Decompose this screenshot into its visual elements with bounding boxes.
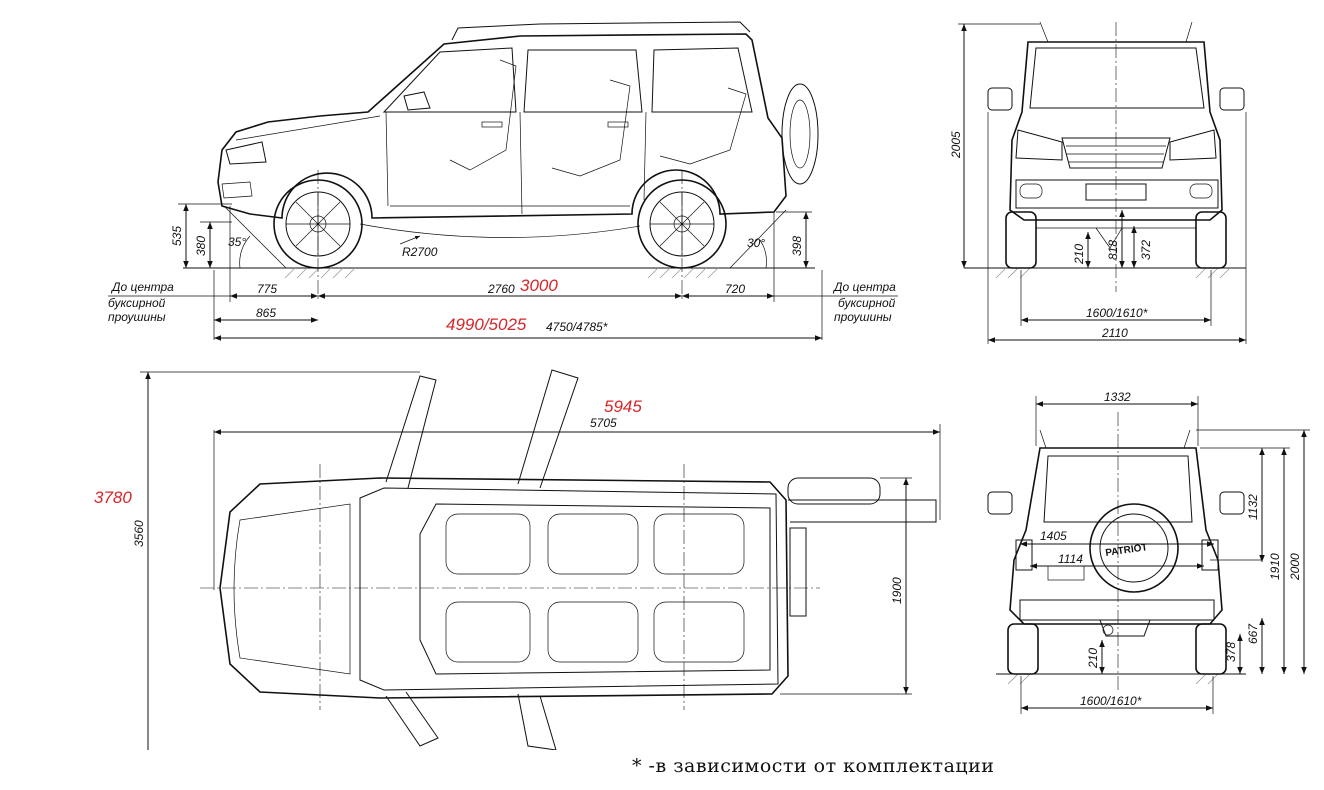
side-window-middle [523, 49, 643, 113]
dim-side-35deg: 35° [228, 235, 246, 249]
top-roof [419, 503, 771, 675]
dim-rear-1114: 1114 [1058, 552, 1083, 566]
dim-side-2760: 2760 [487, 282, 515, 296]
dim-front-2005: 2005 [949, 131, 963, 159]
tow-label-right: До центра буксирной проушины [832, 280, 896, 324]
dim-side-720: 720 [725, 282, 745, 296]
top-body-outline [219, 477, 789, 699]
svg-text:проушины: проушины [108, 310, 166, 324]
dim-rear-2000: 2000 [1288, 553, 1302, 581]
dim-rear-1332: 1332 [1104, 390, 1131, 404]
dim-side-398: 398 [790, 236, 804, 256]
ground-hatch-front [284, 267, 356, 279]
svg-text:До центра: До центра [832, 280, 896, 294]
dim-top-3780: 3780 [94, 488, 132, 507]
dim-rear-667: 667 [1246, 623, 1260, 644]
dim-side-r2700: R2700 [402, 245, 438, 259]
rear-brand-label: PATRIOT [1105, 542, 1149, 559]
dim-side-30deg: 30° [747, 236, 765, 250]
rear-left-tyre [1007, 623, 1039, 675]
side-window-rear [651, 47, 753, 113]
dim-side-775: 775 [257, 282, 277, 296]
front-view: 2005 210 818 372 1600/1610* 2110 [949, 21, 1247, 344]
dim-side-4750-4785: 4750/4785* [546, 320, 608, 334]
rear-view: PATRIOT 1332 1405 1114 1132 [987, 390, 1310, 714]
dim-side-380: 380 [194, 236, 208, 256]
rear-window [1043, 455, 1193, 523]
side-view: 535 380 35° R2700 30° 398 775 2760 3000 … [108, 21, 898, 341]
svg-text:буксирной: буксирной [108, 296, 166, 310]
dim-front-372: 372 [1139, 240, 1153, 260]
top-seats [445, 513, 745, 663]
dim-front-1600-1610: 1600/1610* [1086, 306, 1148, 320]
dim-rear-1600-1610: 1600/1610* [1080, 694, 1142, 708]
front-body-outline [1009, 41, 1223, 221]
side-window-front [382, 47, 517, 113]
dim-rear-1405: 1405 [1040, 529, 1067, 543]
dim-top-5705: 5705 [590, 416, 617, 430]
svg-text:До центра: До центра [110, 280, 174, 294]
dim-rear-378: 378 [1224, 642, 1238, 662]
svg-text:проушины: проушины [834, 310, 892, 324]
top-open-doors [385, 369, 937, 750]
front-left-tyre [1005, 211, 1037, 269]
rear-right-tyre [1195, 623, 1227, 675]
front-windshield [1029, 47, 1205, 109]
dim-side-4990-5025: 4990/5025 [446, 315, 527, 334]
dim-top-5945: 5945 [604, 397, 642, 416]
dim-rear-1910: 1910 [1268, 553, 1282, 580]
dim-top-1900: 1900 [890, 577, 904, 604]
dim-front-210: 210 [1072, 244, 1086, 265]
top-view: 5945 5705 3780 3560 1900 [94, 369, 941, 750]
side-body-outline [217, 33, 787, 219]
dim-side-865: 865 [256, 306, 276, 320]
dim-rear-210: 210 [1086, 648, 1100, 669]
dim-side-535: 535 [170, 226, 184, 246]
ground-hatch-rear [647, 267, 719, 279]
dim-front-818: 818 [1106, 240, 1120, 260]
dim-front-2110: 2110 [1101, 326, 1128, 340]
dim-top-3560: 3560 [132, 520, 146, 547]
dim-rear-1132: 1132 [1246, 494, 1260, 520]
front-grille [1061, 137, 1171, 169]
technical-drawing: 535 380 35° R2700 30° 398 775 2760 3000 … [94, 21, 1310, 750]
front-right-tyre [1195, 211, 1227, 269]
tow-label-left: До центра буксирной проушины [108, 280, 174, 324]
side-spare-wheel [781, 83, 819, 185]
dim-side-3000: 3000 [520, 276, 558, 295]
rear-spare-wheel [1089, 503, 1179, 593]
svg-text:буксирной: буксирной [838, 296, 896, 310]
footnote: * -в зависимости от комплектации [632, 755, 995, 777]
